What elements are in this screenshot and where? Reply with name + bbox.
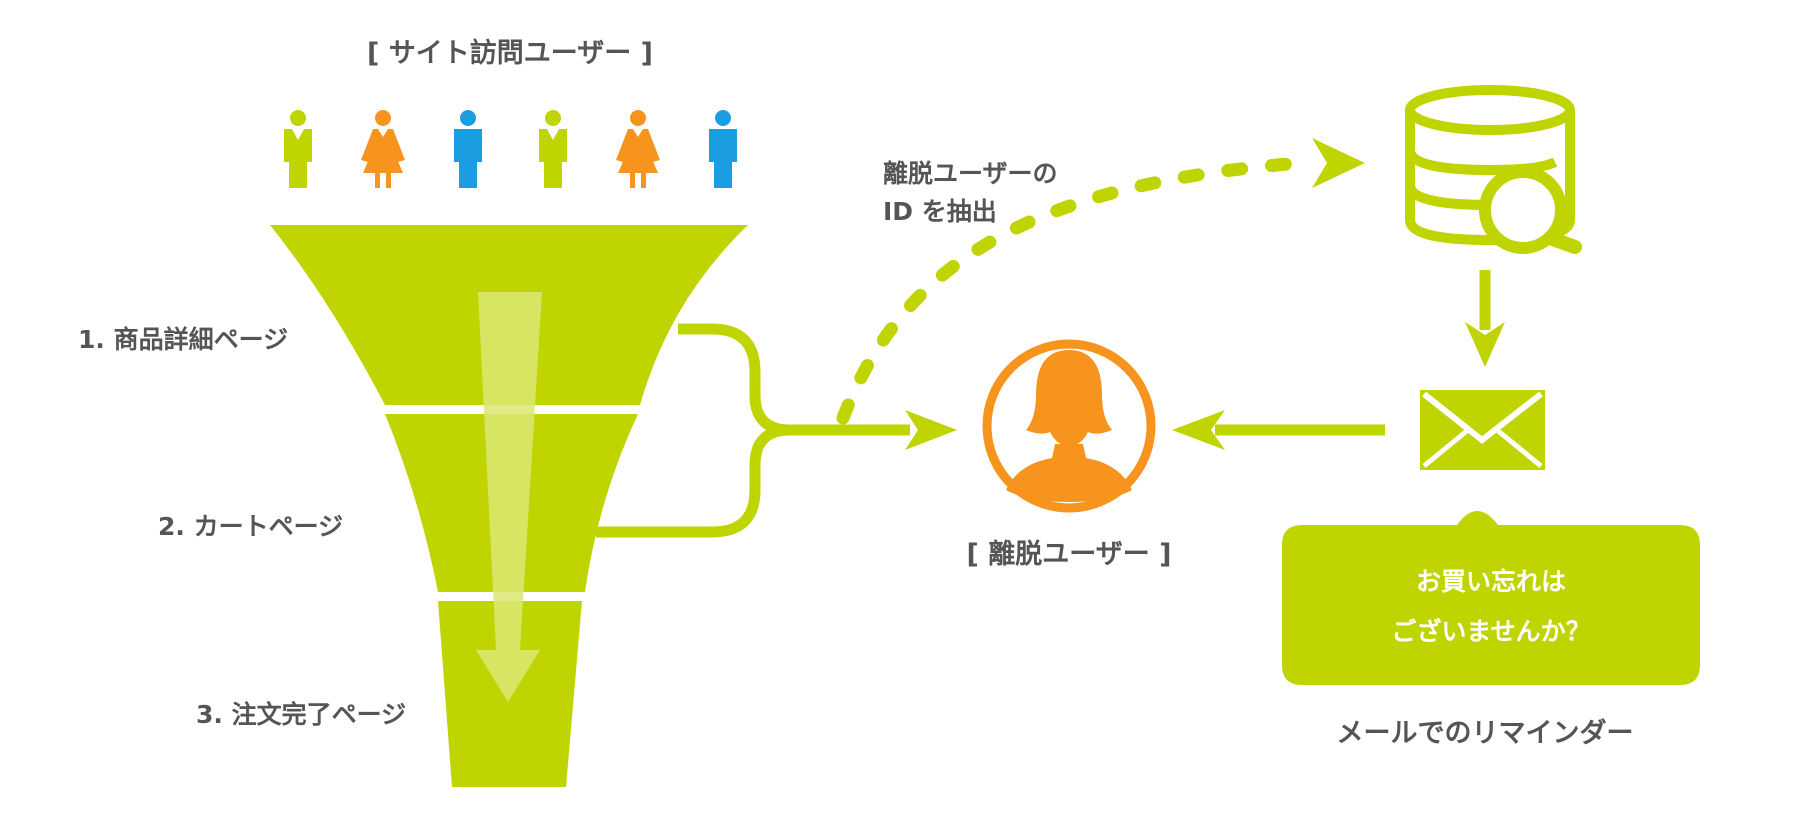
female-user-icon — [361, 110, 405, 188]
funnel-stage-label: 3. 注文完了ページ — [196, 700, 406, 729]
funnel-flow-arrow-icon — [476, 292, 542, 702]
male-user-icon — [709, 110, 737, 188]
visitor-icons — [284, 110, 737, 188]
extract-label: 離脱ユーザーの — [883, 159, 1058, 188]
male-user-icon — [284, 110, 312, 188]
extract-dashed-path — [836, 156, 1307, 425]
female-avatar-icon — [982, 339, 1156, 513]
female-user-icon — [616, 110, 660, 188]
reminder-message: ございませんか？ — [1391, 617, 1590, 646]
arrow-head-icon — [1172, 410, 1225, 450]
extract-label: ID を抽出 — [883, 197, 997, 226]
abandoned-user-label: [ 離脱ユーザー ] — [967, 538, 1172, 570]
reminder-bubble — [1282, 511, 1700, 685]
arrow-head-icon — [1312, 138, 1365, 188]
male-user-icon — [454, 110, 482, 188]
reminder-message: お買い忘れは — [1416, 567, 1566, 596]
funnel-stage-label: 2. カートページ — [158, 512, 343, 541]
arrow-head-icon — [1465, 322, 1505, 367]
funnel-stage-label: 1. 商品詳細ページ — [78, 325, 288, 354]
reminder-caption: メールでのリマインダー — [1337, 717, 1634, 749]
funnel — [270, 225, 748, 787]
envelope-icon — [1420, 390, 1545, 470]
arrow-head-icon — [905, 410, 957, 450]
database-search-icon — [1405, 85, 1582, 254]
male-user-icon — [539, 110, 567, 188]
visitors-title: [ サイト訪問ユーザー ] — [367, 37, 653, 69]
exit-connector — [596, 323, 910, 538]
